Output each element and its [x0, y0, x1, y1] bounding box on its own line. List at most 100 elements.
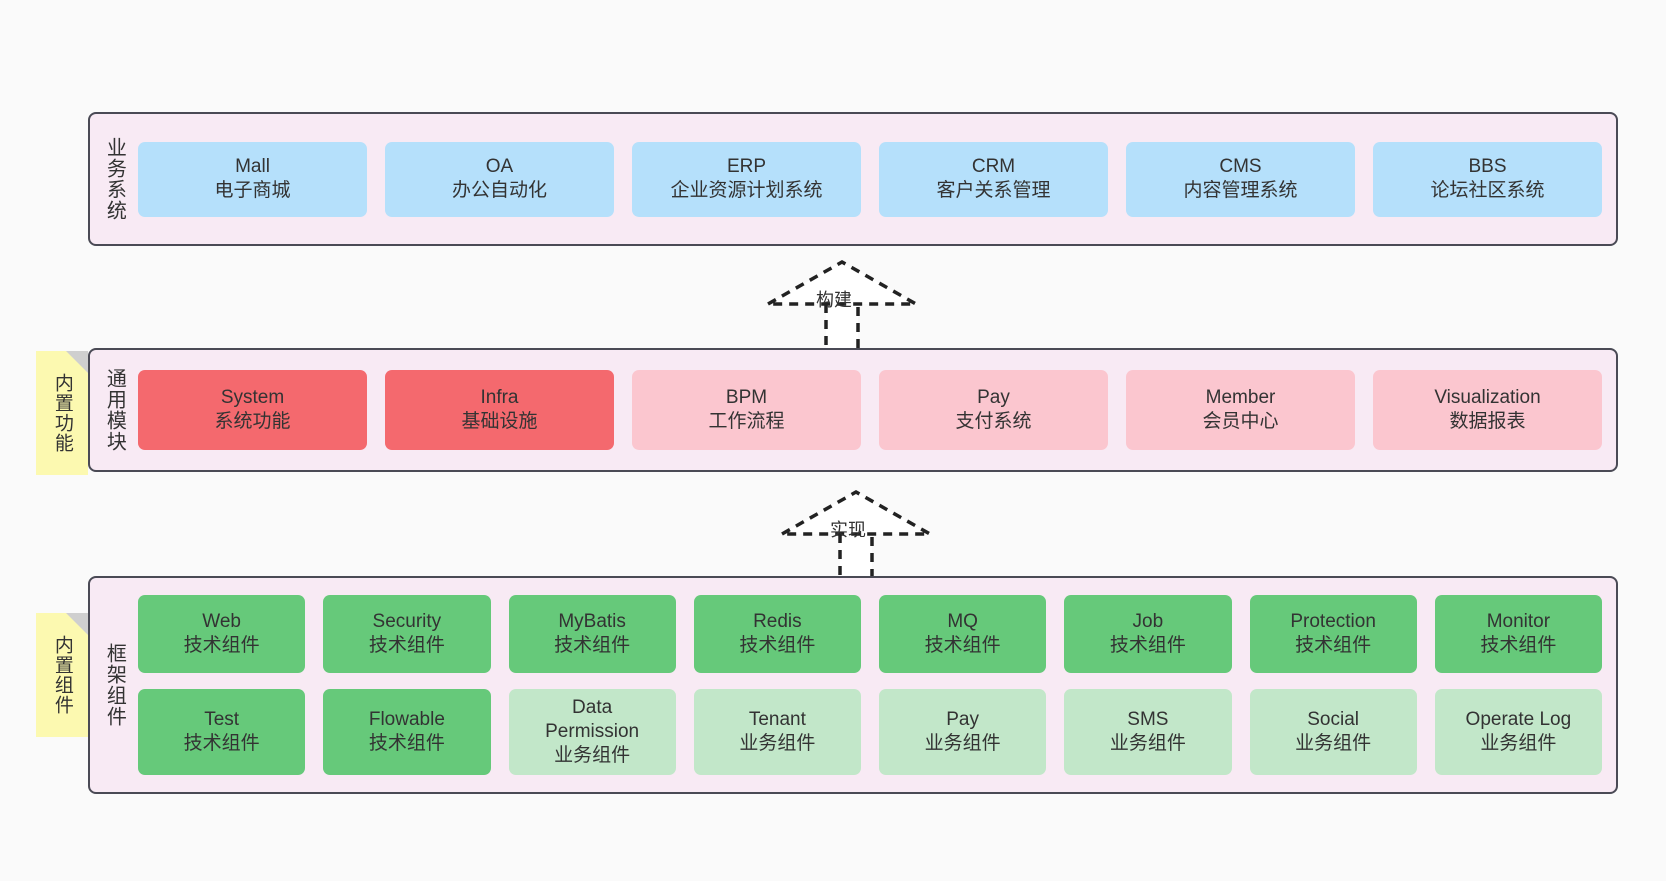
- node-title: Security: [372, 610, 442, 632]
- node-tenant[interactable]: Tenant 业务组件: [693, 689, 861, 775]
- node-title: Monitor: [1486, 610, 1551, 632]
- node-visualization[interactable]: Visualization 数据报表: [1373, 370, 1602, 450]
- connector-implement-arrow: [775, 489, 937, 582]
- layer-body-framework-components: Web 技术组件 Security 技术组件 MyBatis 技术组件 Redi…: [138, 578, 1616, 792]
- node-title: Social: [1307, 708, 1359, 730]
- node-mq[interactable]: MQ 技术组件: [879, 595, 1047, 673]
- node-title: Redis: [753, 610, 802, 632]
- node-subtitle: 电子商城: [214, 180, 291, 201]
- node-title: Tenant: [748, 708, 806, 730]
- node-subtitle: 技术组件: [924, 635, 1001, 656]
- node-subtitle: 技术组件: [368, 733, 445, 754]
- node-title: Pay: [977, 386, 1010, 408]
- node-subtitle: 数据报表: [1449, 411, 1526, 432]
- node-job[interactable]: Job 技术组件: [1064, 595, 1232, 673]
- node-bpm[interactable]: BPM 工作流程: [632, 370, 861, 450]
- note-label: 内置组件: [51, 635, 73, 715]
- note-builtin-components: 内置组件: [36, 613, 88, 737]
- node-row: Mall 电子商城 OA 办公自动化 ERP 企业资源计划系统 CRM 客户关系…: [138, 141, 1602, 217]
- node-subtitle: 技术组件: [183, 635, 260, 656]
- node-title: MyBatis: [558, 610, 626, 632]
- connector-implement: 实现: [772, 488, 937, 582]
- node-subtitle: 基础设施: [461, 411, 538, 432]
- node-title: Job: [1132, 610, 1164, 632]
- node-title: BBS: [1468, 155, 1507, 177]
- node-title: Protection: [1290, 610, 1376, 632]
- node-title: Test: [204, 708, 240, 730]
- node-operate-log[interactable]: Operate Log 业务组件: [1434, 689, 1602, 775]
- node-subtitle: 内容管理系统: [1183, 180, 1298, 201]
- node-title: Infra: [480, 386, 519, 408]
- node-pay-module[interactable]: Pay 支付系统: [879, 370, 1108, 450]
- node-monitor[interactable]: Monitor 技术组件: [1434, 595, 1602, 673]
- connector-build-arrow: [761, 259, 923, 352]
- node-subtitle: 技术组件: [739, 635, 816, 656]
- layer-body-business-systems: Mall 电子商城 OA 办公自动化 ERP 企业资源计划系统 CRM 客户关系…: [138, 114, 1616, 244]
- layer-title-framework-components: 框架组件: [103, 643, 126, 727]
- node-sms[interactable]: SMS 业务组件: [1064, 689, 1232, 775]
- node-title: Pay: [946, 708, 979, 730]
- node-data-permission[interactable]: Data Permission 业务组件: [508, 689, 676, 775]
- layer-title-common-modules: 通用模块: [103, 368, 126, 452]
- node-subtitle: 论坛社区系统: [1430, 180, 1545, 201]
- node-subtitle: 办公自动化: [451, 180, 547, 201]
- node-web[interactable]: Web 技术组件: [138, 595, 306, 673]
- node-flowable[interactable]: Flowable 技术组件: [323, 689, 491, 775]
- node-erp[interactable]: ERP 企业资源计划系统: [632, 141, 861, 217]
- node-subtitle: 客户关系管理: [936, 180, 1051, 201]
- node-cms[interactable]: CMS 内容管理系统: [1126, 141, 1355, 217]
- node-title: MQ: [947, 610, 978, 632]
- node-subtitle: 技术组件: [368, 635, 445, 656]
- node-subtitle: 业务组件: [1295, 733, 1372, 754]
- node-subtitle: 企业资源计划系统: [670, 180, 823, 201]
- node-oa[interactable]: OA 办公自动化: [385, 141, 614, 217]
- node-mall[interactable]: Mall 电子商城: [138, 141, 367, 217]
- node-title: OA: [485, 155, 514, 177]
- node-subtitle: 业务组件: [924, 733, 1001, 754]
- node-subtitle: 业务组件: [554, 745, 631, 767]
- node-row: Test 技术组件 Flowable 技术组件 Data Permission …: [138, 689, 1602, 775]
- node-title: Flowable: [368, 708, 445, 730]
- node-protection[interactable]: Protection 技术组件: [1249, 595, 1417, 673]
- layer-title-business-systems: 业务系统: [103, 137, 126, 221]
- node-subtitle: 业务组件: [739, 733, 816, 754]
- note-label: 内置功能: [51, 373, 73, 453]
- node-subtitle: 技术组件: [1109, 635, 1186, 656]
- node-title: Web: [202, 610, 241, 632]
- node-social[interactable]: Social 业务组件: [1249, 689, 1417, 775]
- node-mybatis[interactable]: MyBatis 技术组件: [508, 595, 676, 673]
- node-row: Web 技术组件 Security 技术组件 MyBatis 技术组件 Redi…: [138, 595, 1602, 673]
- note-fold-icon: [66, 613, 88, 635]
- node-title: CMS: [1219, 155, 1262, 177]
- node-subtitle: 技术组件: [554, 635, 631, 656]
- node-subtitle: 会员中心: [1202, 411, 1279, 432]
- node-system[interactable]: System 系统功能: [138, 370, 367, 450]
- layer-common-modules: 通用模块 System 系统功能 Infra 基础设施 BPM 工作流程: [88, 348, 1618, 472]
- node-title: CRM: [971, 155, 1016, 177]
- node-infra[interactable]: Infra 基础设施: [385, 370, 614, 450]
- node-subtitle: 业务组件: [1480, 733, 1557, 754]
- node-subtitle: 技术组件: [1480, 635, 1557, 656]
- node-pay-component[interactable]: Pay 业务组件: [879, 689, 1047, 775]
- node-title: BPM: [725, 386, 768, 408]
- node-bbs[interactable]: BBS 论坛社区系统: [1373, 141, 1602, 217]
- node-subtitle: 工作流程: [708, 411, 785, 432]
- connector-build: 构建: [758, 258, 923, 352]
- node-row: System 系统功能 Infra 基础设施 BPM 工作流程 Pay 支付系统: [138, 370, 1602, 450]
- layer-rows-business-systems: Mall 电子商城 OA 办公自动化 ERP 企业资源计划系统 CRM 客户关系…: [138, 114, 1602, 244]
- node-redis[interactable]: Redis 技术组件: [693, 595, 861, 673]
- layer-rows-common-modules: System 系统功能 Infra 基础设施 BPM 工作流程 Pay 支付系统: [138, 350, 1602, 470]
- node-title: System: [220, 386, 285, 408]
- node-crm[interactable]: CRM 客户关系管理: [879, 141, 1108, 217]
- node-security[interactable]: Security 技术组件: [323, 595, 491, 673]
- layer-rows-framework-components: Web 技术组件 Security 技术组件 MyBatis 技术组件 Redi…: [138, 578, 1602, 792]
- node-subtitle: 系统功能: [214, 411, 291, 432]
- layer-framework-components: 框架组件 Web 技术组件 Security 技术组件 MyBatis 技术组件: [88, 576, 1618, 794]
- node-title: Data Permission: [545, 696, 640, 742]
- node-member[interactable]: Member 会员中心: [1126, 370, 1355, 450]
- node-test[interactable]: Test 技术组件: [138, 689, 306, 775]
- node-title: Visualization: [1434, 386, 1541, 408]
- layer-body-common-modules: System 系统功能 Infra 基础设施 BPM 工作流程 Pay 支付系统: [138, 350, 1616, 470]
- note-builtin-features: 内置功能: [36, 351, 88, 475]
